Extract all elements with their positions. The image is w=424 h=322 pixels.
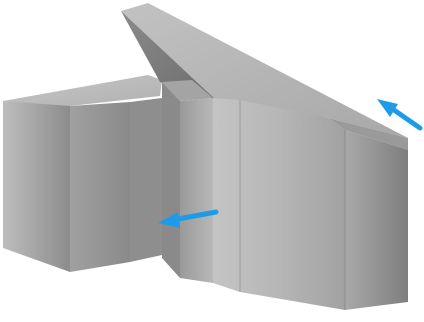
pillar-left-face: [162, 82, 180, 278]
left-block-inner-face: [130, 98, 162, 262]
arrow-head: [377, 99, 398, 117]
main-block: [213, 98, 408, 310]
roof-right-bevel-face: [328, 118, 408, 150]
roof-slab: [121, 3, 408, 150]
pillar-top-face: [162, 80, 213, 101]
main-block-right-face: [345, 130, 408, 310]
left-block-front-face: [3, 101, 70, 272]
left-block-recess-face: [70, 102, 130, 272]
arrow-left-icon: [175, 209, 219, 222]
arrow-left-icon: [391, 107, 423, 131]
arrow-head: [158, 212, 180, 228]
center-pillar: [162, 80, 213, 283]
left-block: [3, 75, 162, 272]
left-block-top-face: [3, 75, 162, 106]
main-block-front-face: [213, 98, 345, 310]
direction-arrow-upper-right: [377, 99, 423, 131]
pillar-front-face: [180, 98, 213, 283]
roof-left-slope-face: [121, 11, 216, 100]
roof-top-face: [121, 3, 408, 138]
direction-arrow-center: [158, 209, 219, 228]
